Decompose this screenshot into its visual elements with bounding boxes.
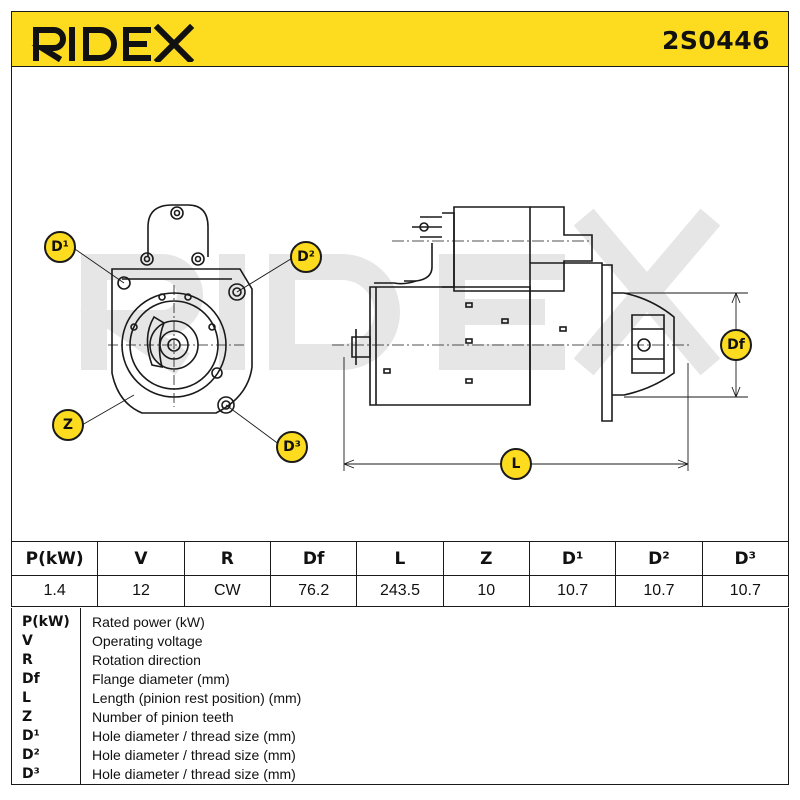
legend-box: P(kW) Rated power (kW) V Operating volta… (11, 608, 789, 785)
technical-drawing-area: D¹ D² Z D³ Df L (11, 67, 789, 541)
legend-key: V (22, 633, 33, 649)
legend-key: D¹ (22, 728, 40, 744)
ridex-logo-graphic (31, 23, 195, 65)
legend-key: P(kW) (22, 614, 70, 630)
label-d2: D² (290, 241, 322, 273)
header-bar: 2S0446 (11, 11, 789, 67)
specs-table: P(kW) V R Df L Z D¹ D² D³ 1.4 12 CW 76.2… (10, 541, 790, 607)
specs-header-cell: V (97, 541, 185, 576)
starter-motor-drawing (71, 204, 748, 471)
specs-value-cell: CW (183, 575, 271, 607)
specs-value-cell: 10.7 (528, 575, 617, 607)
legend-desc: Operating voltage (92, 633, 203, 649)
legend-row: Df Flange diameter (mm) (12, 671, 788, 689)
specs-header-cell: D¹ (528, 541, 617, 576)
legend-desc: Number of pinion teeth (92, 709, 234, 725)
legend-divider (80, 608, 81, 784)
legend-desc: Flange diameter (mm) (92, 671, 230, 687)
specs-value-row: 1.4 12 CW 76.2 243.5 10 10.7 10.7 10.7 (10, 575, 790, 607)
legend-row: V Operating voltage (12, 633, 788, 651)
legend-desc: Hole diameter / thread size (mm) (92, 747, 296, 763)
specs-value-cell: 76.2 (269, 575, 358, 607)
legend-row: R Rotation direction (12, 652, 788, 670)
legend-row: D³ Hole diameter / thread size (mm) (12, 766, 788, 784)
legend-row: Z Number of pinion teeth (12, 709, 788, 727)
part-number: 2S0446 (662, 26, 770, 55)
legend-desc: Hole diameter / thread size (mm) (92, 766, 296, 782)
specs-header-cell: P(kW) (10, 541, 99, 576)
legend-row: D¹ Hole diameter / thread size (mm) (12, 728, 788, 746)
legend-desc: Rotation direction (92, 652, 201, 668)
specs-header-cell: L (356, 541, 444, 576)
label-l: L (500, 448, 532, 480)
legend-desc: Hole diameter / thread size (mm) (92, 728, 296, 744)
specs-header-cell: D² (615, 541, 703, 576)
specs-header-cell: D³ (701, 541, 790, 576)
legend-key: L (22, 690, 31, 706)
legend-key: D² (22, 747, 40, 763)
label-df: Df (720, 329, 752, 361)
legend-desc: Rated power (kW) (92, 614, 205, 630)
specs-value-cell: 10.7 (701, 575, 790, 607)
specs-value-cell: 12 (97, 575, 185, 607)
specs-value-cell: 10.7 (615, 575, 703, 607)
ridex-logo (30, 20, 210, 65)
legend-key: Df (22, 671, 40, 687)
legend-row: P(kW) Rated power (kW) (12, 614, 788, 632)
specs-header-cell: R (183, 541, 271, 576)
legend-key: R (22, 652, 33, 668)
legend-key: Z (22, 709, 33, 725)
legend-key: D³ (22, 766, 40, 782)
specs-value-cell: 243.5 (356, 575, 444, 607)
side-view (351, 206, 675, 422)
specs-header-row: P(kW) V R Df L Z D¹ D² D³ (10, 541, 790, 576)
label-z: Z (52, 409, 84, 441)
specs-value-cell: 1.4 (10, 575, 99, 607)
label-d3: D³ (276, 431, 308, 463)
specs-header-cell: Df (269, 541, 358, 576)
label-d1: D¹ (44, 231, 76, 263)
legend-desc: Length (pinion rest position) (mm) (92, 690, 302, 706)
legend-row: L Length (pinion rest position) (mm) (12, 690, 788, 708)
specs-header-cell: Z (442, 541, 530, 576)
specs-value-cell: 10 (442, 575, 530, 607)
legend-row: D² Hole diameter / thread size (mm) (12, 747, 788, 765)
